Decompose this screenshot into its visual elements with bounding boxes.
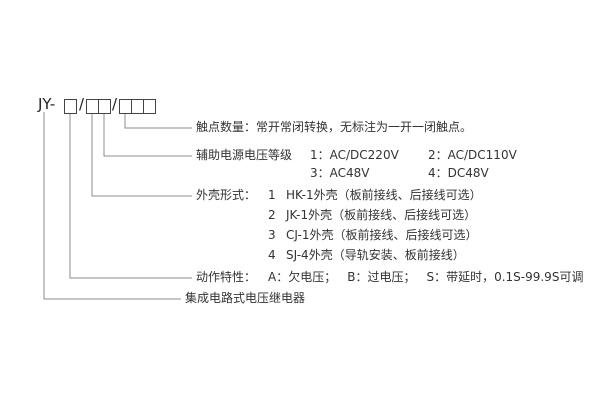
case-style-option-4-desc: SJ-4外壳（导轨安装、板前接线） xyxy=(286,248,465,262)
model-box-contact-3 xyxy=(143,99,156,114)
action-trait-label: 动作特性： xyxy=(196,270,257,284)
action-trait-option-a: A：欠电压； xyxy=(268,270,337,284)
callout-line-product-name xyxy=(43,112,181,300)
action-trait-options: A：欠电压； B：过电压； S：带延时，0.1S-99.9S可调 xyxy=(268,271,583,284)
case-style-options: 1 HK-1外壳（板前接线、后接线可选） 2 JK-1外壳（板前接线、后接线可选… xyxy=(268,189,482,262)
action-trait-option-s: S：带延时，0.1S-99.9S可调 xyxy=(426,270,584,284)
action-trait-option-b: B：过电压； xyxy=(347,270,416,284)
model-separator-1: / xyxy=(79,95,85,113)
case-style-option-1-desc: HK-1外壳（板前接线、后接线可选） xyxy=(286,188,482,202)
case-style-option-1-num: 1 xyxy=(268,188,276,202)
aux-voltage-option-1: 1：AC/DC220V xyxy=(310,148,399,162)
product-name: 集成电路式电压继电器 xyxy=(185,291,306,305)
aux-voltage-option-3: 3：AC48V xyxy=(310,166,370,180)
model-box-action xyxy=(64,99,77,114)
case-style-option-3-num: 3 xyxy=(268,228,276,242)
aux-voltage-option-2: 2：AC/DC110V xyxy=(428,148,517,162)
case-style-option-3-desc: CJ-1外壳（板前接线、后接线可选） xyxy=(286,228,478,242)
aux-voltage-options: 1：AC/DC220V 2：AC/DC110V 3：AC48V 4：DC48V xyxy=(310,149,517,180)
model-separator-2: / xyxy=(112,95,118,113)
callout-line-contact-count xyxy=(124,112,192,129)
case-style-option-4-num: 4 xyxy=(268,248,276,262)
model-box-aux xyxy=(98,99,111,114)
contact-count-label: 触点数量： xyxy=(196,120,257,134)
callout-line-action-trait xyxy=(69,112,192,279)
callout-line-aux-voltage xyxy=(103,112,192,157)
callout-line-case-style xyxy=(91,112,192,197)
aux-voltage-option-4: 4：DC48V xyxy=(428,166,489,180)
callout-contact-count: 触点数量：常开常闭转换，无标注为一开一闭触点。 xyxy=(196,121,472,134)
case-style-label: 外壳形式： xyxy=(196,188,257,202)
case-style-option-2-desc: JK-1外壳（板前接线、后接线可选） xyxy=(286,208,477,222)
aux-voltage-label: 辅助电源电压等级 xyxy=(196,148,293,162)
case-style-option-2-num: 2 xyxy=(268,208,276,222)
model-prefix: JY- xyxy=(38,95,56,113)
contact-count-text: 常开常闭转换，无标注为一开一闭触点。 xyxy=(256,120,473,134)
